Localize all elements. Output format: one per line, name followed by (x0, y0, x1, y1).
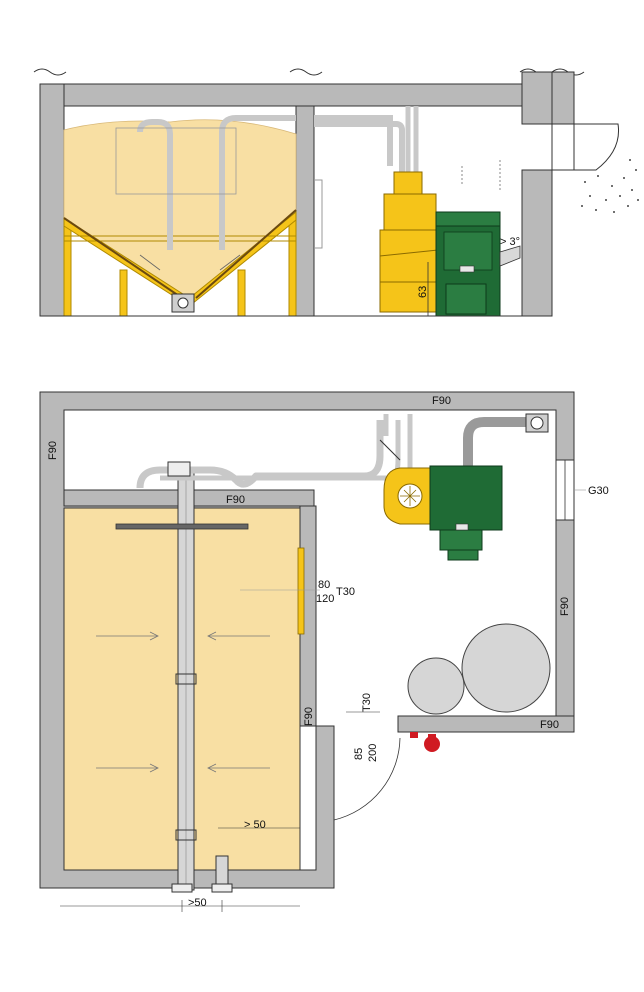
door-dim-upper: 85 (353, 748, 365, 760)
plan-flow-arrows (96, 631, 270, 773)
wall-door-label: F90 (303, 707, 315, 726)
section-view: > 3° 63 (33, 68, 639, 317)
flue-pipe (463, 417, 526, 474)
feeder-blades (400, 486, 420, 506)
extinguisher-valve (428, 734, 436, 740)
flow-arrow-right (219, 254, 241, 271)
window-label: G30 (588, 485, 609, 497)
buffer-tank-large (461, 623, 551, 713)
auger-outlet (177, 297, 189, 309)
extinguisher-bracket (410, 732, 418, 738)
hose-to-boiler-1 (314, 115, 393, 166)
chimney-flue (530, 416, 544, 430)
buffer-tank-small (407, 657, 465, 715)
boiler-top-panel (435, 211, 501, 227)
fill-head (167, 461, 191, 477)
angle-label: > 3° (500, 236, 520, 248)
door-gap (334, 726, 398, 738)
window-shaft (551, 123, 575, 171)
hatch-dim-upper: 80 (318, 579, 330, 591)
soil-hatching (581, 159, 639, 213)
plan-boiler-handle (455, 523, 469, 531)
flue-guide (461, 160, 501, 190)
auger-joint-1 (175, 673, 197, 685)
plan-boiler-base (447, 549, 479, 561)
suction-hose-left (137, 119, 173, 250)
hatch-rating: T30 (336, 586, 355, 598)
section-right-wall-lower (521, 169, 553, 317)
section-right-wall-upper (521, 71, 553, 125)
suction-hose-right (219, 115, 296, 133)
section-left-wall (39, 83, 65, 317)
ceiling-slab (39, 83, 553, 107)
hose-leader (379, 439, 401, 461)
slope-board-right (195, 209, 297, 299)
ash-box (445, 283, 487, 315)
boiler-front-panel (443, 231, 493, 271)
light-well (573, 123, 620, 171)
door-rating: T30 (361, 693, 373, 712)
hatch-dim-lower: 120 (316, 593, 334, 605)
pellet-container-upper (383, 193, 437, 231)
impact-mat-bar (115, 523, 249, 530)
wall-mid-label: F90 (226, 494, 245, 506)
hose-to-boiler-2 (314, 121, 405, 172)
boiler-handle (459, 265, 475, 273)
break-line-mid (289, 68, 323, 76)
plan-hose-drops (383, 414, 413, 470)
container-seam-1 (379, 249, 439, 257)
pellet-container-lower (379, 229, 439, 313)
plan-ash-box (439, 529, 483, 551)
inlet-spacing-label: >50 (188, 897, 207, 909)
wall-top-label: F90 (432, 395, 451, 407)
vacuum-hopper (393, 171, 423, 195)
fill-coupling-2 (211, 883, 233, 893)
wall-bottom-right-label: F90 (540, 719, 559, 731)
fill-coupling-1 (171, 883, 193, 893)
slope-board-left (63, 217, 183, 299)
hose-vertical-pair (405, 106, 419, 172)
wall-left-label: F90 (47, 441, 59, 460)
pellet-pile (63, 119, 297, 301)
section-right-wall-outer (551, 71, 575, 125)
filling-zone (115, 127, 237, 195)
auger-joint-2 (175, 829, 197, 841)
inspection-hatch (297, 547, 305, 635)
wall-right-label: F90 (559, 597, 571, 616)
section-middle-wall (295, 105, 315, 317)
plan-boiler (429, 465, 503, 531)
door-swing-arc (333, 737, 401, 821)
door-dim-lower: 200 (367, 744, 379, 762)
flow-arrow-left (139, 254, 161, 271)
flue-connector (499, 245, 521, 267)
dim-63-label: 63 (417, 286, 429, 298)
wall-bracket (314, 179, 323, 249)
break-line-left (33, 68, 67, 76)
plan-view: F90 F90 F90 F90 F90 F90 G30 80 120 T30 T… (39, 391, 609, 912)
inlet-clearance-label: > 50 (244, 819, 266, 831)
boiler-room-bottom-wall (397, 715, 575, 733)
